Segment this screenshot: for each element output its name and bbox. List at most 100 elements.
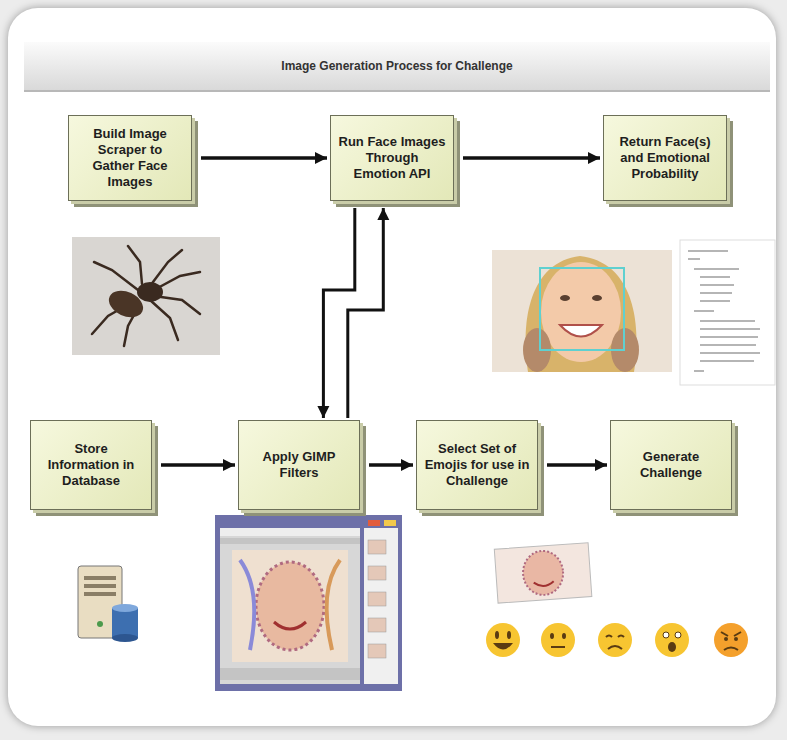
spider-photo-part-part [94,262,138,290]
face-photo-part [560,325,602,337]
json-result-card-part-part [700,336,758,338]
flow-arrow [348,208,384,418]
spider-photo [72,237,220,355]
emoji-set-part-part [675,632,681,638]
emoji-set-part-part [550,633,554,639]
emoji-set-part-part [551,646,565,648]
spider-photo-part-part [150,300,178,340]
emoji-set-part-part [663,632,669,638]
face-photo-part [592,295,602,301]
database-server-icon-part [84,576,116,580]
emoji-set-part-part [721,632,728,636]
json-result-card-part-part [688,258,700,260]
gimp-screenshot-part [327,560,340,650]
database-server-icon-part [112,634,138,642]
emoji-set-part-part [734,637,738,641]
emoji-set-part-part [655,623,689,657]
gimp-screenshot-part-part [368,566,386,580]
gimp-screenshot-part [364,528,398,684]
process-box: Build Image Scraper to Gather Face Image… [68,115,192,201]
flow-arrow [201,156,327,160]
emoji-set-part-part [714,623,748,657]
json-result-card-part [680,240,775,385]
gimp-screenshot-part [368,520,380,526]
face-photo-part [540,268,624,350]
gimp-screenshot [215,515,402,691]
gimp-screenshot-part [220,668,360,680]
process-box: Apply GIMP Filters [238,420,360,510]
json-result-card-part-part [694,310,714,312]
emoji-set-part-part [598,623,632,657]
filtered-face-thumbnail-part [494,543,592,603]
emoji-set-part-part [541,623,575,657]
json-result-card-part-part [694,370,704,372]
gimp-screenshot-part-part [368,592,386,606]
gimp-screenshot-part-part [368,618,386,632]
json-result-card-part-part [700,320,755,322]
database-server-icon [78,566,138,642]
json-result-card [680,240,775,385]
title-band: Image Generation Process for Challenge [24,42,770,92]
gimp-screenshot-part [274,622,306,629]
filtered-face-thumbnail-part [534,581,554,586]
box-label: Store Information in Database [38,441,144,489]
emoji-set-part-part [608,646,622,649]
gimp-screenshot-part-part [368,644,386,658]
emoji-set-part-part [486,623,520,657]
gimp-screenshot-part [256,562,324,650]
emoji-set-part-part [618,636,624,638]
emoji-set-part-part [507,631,511,639]
database-server-icon-part [84,592,116,596]
spider-photo-part [137,282,163,302]
process-box: Return Face(s) and Emotional Probability [603,115,727,201]
emoji-set-part-part [724,648,738,651]
box-label: Run Face Images Through Emotion API [338,134,446,182]
gimp-screenshot-part [220,528,360,684]
emoji-set-part-part [606,636,612,638]
emoji-set-part [486,623,520,657]
json-result-card-part [688,250,760,372]
spider-photo-part-part [128,246,142,284]
json-result-card-part-part [694,268,739,270]
json-result-card-part-part [700,292,732,294]
gimp-screenshot-part [220,528,360,536]
emoji-set-part-part [495,631,499,639]
emoji-set [486,623,748,657]
gimp-screenshot-part [232,550,348,662]
gimp-screenshot-part [215,515,402,691]
box-label: Return Face(s) and Emotional Probability [611,134,719,182]
filtered-face-thumbnail [494,543,592,603]
flow-arrow [547,463,607,467]
filtered-face-thumbnail-part [522,550,565,597]
spider-photo-part [105,286,148,323]
json-result-card-part-part [700,276,730,278]
face-photo-part [541,262,621,362]
gimp-screenshot-part [368,540,386,658]
emoji-set-part-part [668,642,676,652]
json-result-card-part-part [688,250,728,252]
database-server-icon-part [97,621,103,627]
spider-photo-part-part [150,250,182,286]
database-server-icon-part [112,608,138,638]
gimp-screenshot-part [384,520,396,526]
process-box: Generate Challenge [610,420,732,510]
database-server-icon-part [84,584,116,588]
face-photo [492,250,672,372]
emoji-set-part [655,623,689,657]
flow-arrow [161,463,235,467]
flow-arrow [369,463,413,467]
spider-photo-part [72,237,220,355]
flow-arrow [323,208,354,418]
json-result-card-part-part [700,284,734,286]
json-result-card-part-part [700,352,760,354]
emoji-set-part [714,623,748,657]
diagram-title: Image Generation Process for Challenge [281,59,512,73]
box-label: Select Set of Emojis for use in Challeng… [424,441,530,489]
emoji-set-part-part [493,643,513,650]
process-box: Select Set of Emojis for use in Challeng… [416,420,538,510]
emoji-set-part [541,623,575,657]
emoji-set-part-part [724,637,728,641]
process-box: Run Face Images Through Emotion API [330,115,454,201]
spider-photo-part [92,246,200,346]
